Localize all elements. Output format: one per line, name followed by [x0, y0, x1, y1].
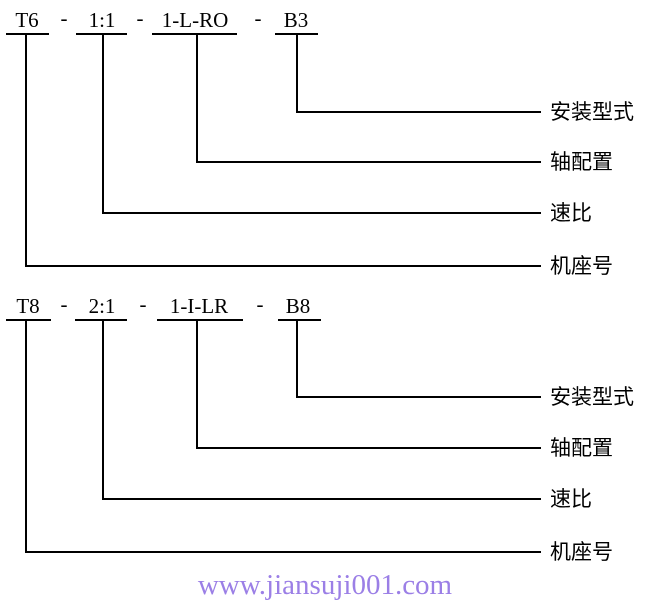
leader-frame-2 — [25, 319, 541, 553]
label-frame-size: 机座号 — [550, 540, 613, 564]
code-shaft-config: 1-I-LR — [169, 294, 229, 318]
label-ratio: 速比 — [550, 487, 592, 511]
code-mounting: B8 — [285, 294, 311, 318]
code-shaft-config: 1-L-RO — [161, 8, 229, 32]
leader-shaft-2 — [196, 319, 541, 449]
code-mounting: B3 — [283, 8, 309, 32]
code-frame-size: T6 — [15, 8, 39, 32]
label-mounting-type: 安装型式 — [550, 100, 634, 124]
code-ratio: 2:1 — [88, 294, 116, 318]
label-frame-size: 机座号 — [550, 254, 613, 278]
leader-ratio — [102, 33, 541, 214]
label-shaft-config: 轴配置 — [550, 150, 613, 174]
separator: - — [60, 6, 68, 30]
code-frame-size: T8 — [16, 294, 40, 318]
leader-mount — [296, 33, 541, 113]
separator: - — [139, 292, 147, 316]
separator: - — [256, 292, 264, 316]
leader-mount-2 — [296, 319, 541, 398]
separator: - — [60, 292, 68, 316]
watermark-url: www.jiansuji001.com — [197, 569, 453, 601]
leader-shaft — [196, 33, 541, 163]
label-shaft-config: 轴配置 — [550, 436, 613, 460]
leader-ratio-2 — [102, 319, 541, 500]
separator: - — [254, 6, 262, 30]
leader-frame — [25, 33, 541, 267]
separator: - — [136, 6, 144, 30]
label-ratio: 速比 — [550, 201, 592, 225]
code-ratio: 1:1 — [88, 8, 116, 32]
label-mounting-type: 安装型式 — [550, 385, 634, 409]
